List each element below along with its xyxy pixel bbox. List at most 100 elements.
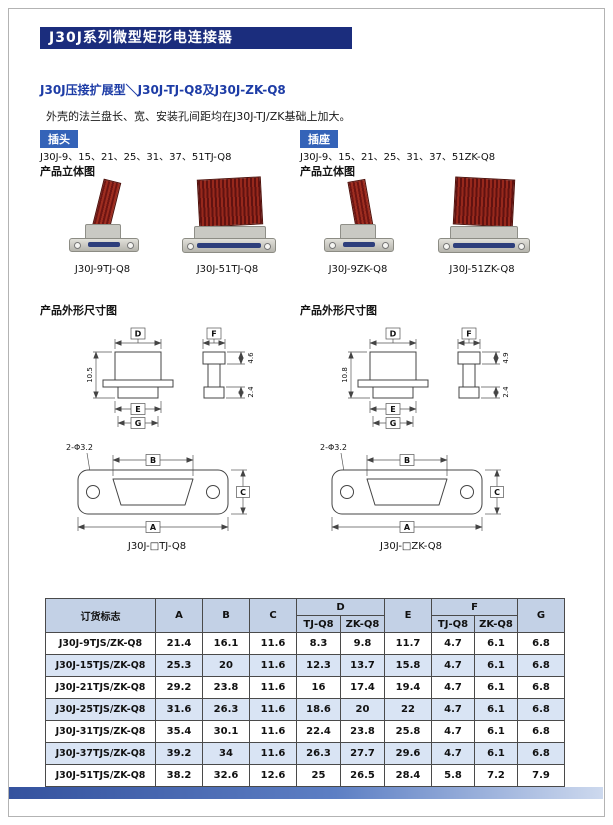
dim-bottom-value: 2.4: [502, 386, 510, 398]
page-border: [8, 8, 605, 817]
mounting-hole: [264, 243, 271, 250]
row-value: 6.1: [474, 676, 518, 699]
product-photo-9zk: [312, 178, 407, 260]
row-value: 8.3: [296, 632, 341, 655]
row-value: 11.6: [249, 676, 297, 699]
product-photo-51tj: [178, 176, 278, 262]
dimension-labels: D F E G 10.5 4.6 2.4: [86, 327, 255, 429]
row-value: 6.1: [474, 632, 518, 655]
insert-slot: [453, 243, 515, 248]
ribbon-cable: [452, 176, 516, 228]
photo-caption: J30J-9TJ-Q8: [74, 264, 131, 275]
row-value: 4.7: [431, 676, 475, 699]
dim-label-e: E: [135, 405, 140, 414]
col-header-e: E: [384, 598, 432, 633]
col-header-f: F: [431, 598, 518, 616]
row-value: 11.6: [249, 720, 297, 743]
col-header-a: A: [155, 598, 203, 633]
connector-flange: [438, 238, 530, 253]
row-value: 15.8: [384, 654, 432, 677]
row-value: 34: [202, 742, 250, 765]
dim-label-d: D: [390, 330, 397, 339]
front-view-outline: [331, 469, 483, 515]
photo-caption: J30J-9ZK-Q8: [328, 264, 388, 275]
row-value: 7.2: [474, 764, 518, 787]
row-value: 31.6: [155, 698, 203, 721]
dimension-labels: B A C: [399, 454, 504, 533]
row-value: 6.8: [517, 742, 565, 765]
connector-flange: [324, 238, 394, 252]
dim-label-g: G: [390, 419, 397, 428]
plug-models: J30J-9、15、21、25、31、37、51TJ-Q8: [40, 152, 232, 163]
connector-flange: [69, 238, 139, 252]
row-value: 16: [296, 676, 341, 699]
row-value: 6.8: [517, 698, 565, 721]
insert-slot: [88, 242, 120, 247]
socket-side-view-drawing: D F E G 10.8 4.9 2.4: [341, 327, 510, 429]
dim-top-value: 4.6: [247, 352, 255, 364]
drawing-caption: J30J-□ZK-Q8: [380, 541, 442, 552]
drawing-caption: J30J-□TJ-Q8: [127, 541, 187, 552]
mounting-hole: [460, 485, 474, 499]
col-subheader-f-zk: ZK-Q8: [474, 615, 518, 633]
dim-bottom-value: 2.4: [247, 386, 255, 398]
row-model: J30J-21TJS/ZK-Q8: [45, 676, 156, 699]
row-value: 6.8: [517, 654, 565, 677]
row-value: 20: [202, 654, 250, 677]
row-model: J30J-31TJS/ZK-Q8: [45, 720, 156, 743]
page-title: J30J系列微型矩形电连接器: [49, 30, 233, 46]
dimension-table: 订货标志 A B C D E F G TJ-Q8 ZK-Q8 TJ-Q8 ZK-…: [45, 598, 565, 787]
dim-label-c: C: [240, 488, 246, 497]
row-value: 11.6: [249, 654, 297, 677]
row-value: 39.2: [155, 742, 203, 765]
product-photo-9tj: [55, 178, 150, 260]
row-value: 6.8: [517, 632, 565, 655]
mounting-hole: [74, 242, 81, 249]
mounting-hole: [127, 242, 134, 249]
row-value: 6.8: [517, 676, 565, 699]
mounting-hole: [329, 242, 336, 249]
dim-height-value: 10.8: [341, 367, 349, 383]
row-value: 35.4: [155, 720, 203, 743]
row-value: 5.8: [431, 764, 475, 787]
row-value: 26.3: [296, 742, 341, 765]
row-value: 25.8: [384, 720, 432, 743]
mounting-hole: [340, 485, 354, 499]
row-value: 30.1: [202, 720, 250, 743]
row-value: 25: [296, 764, 341, 787]
row-value: 26.5: [340, 764, 385, 787]
col-subheader-d-tj: TJ-Q8: [296, 615, 341, 633]
row-value: 23.8: [340, 720, 385, 743]
plug-view-title: 产品立体图: [40, 165, 95, 178]
row-value: 19.4: [384, 676, 432, 699]
dim-label-a: A: [404, 523, 411, 532]
row-value: 26.3: [202, 698, 250, 721]
ribbon-cable: [196, 176, 264, 228]
row-value: 32.6: [202, 764, 250, 787]
col-header-b: B: [202, 598, 250, 633]
section-description: 外壳的法兰盘长、宽、安装孔间距均在J30J-TJ/ZK基础上加大。: [46, 110, 351, 123]
insert-slot: [197, 243, 261, 248]
row-value: 28.4: [384, 764, 432, 787]
row-value: 4.7: [431, 632, 475, 655]
row-value: 9.8: [340, 632, 385, 655]
col-subheader-f-tj: TJ-Q8: [431, 615, 475, 633]
row-value: 22: [384, 698, 432, 721]
row-value: 29.2: [155, 676, 203, 699]
col-header-g: G: [517, 598, 565, 633]
row-value: 17.4: [340, 676, 385, 699]
row-value: 13.7: [340, 654, 385, 677]
hole-spec-label: 2-Φ3.2: [66, 443, 93, 452]
row-value: 16.1: [202, 632, 250, 655]
dim-label-f: F: [211, 330, 216, 339]
dimension-lines: [93, 339, 245, 427]
row-value: 29.6: [384, 742, 432, 765]
dim-label-b: B: [404, 456, 410, 465]
row-value: 4.7: [431, 698, 475, 721]
plug-front-view-drawing: 2-Φ3.2 B A C: [66, 443, 250, 533]
